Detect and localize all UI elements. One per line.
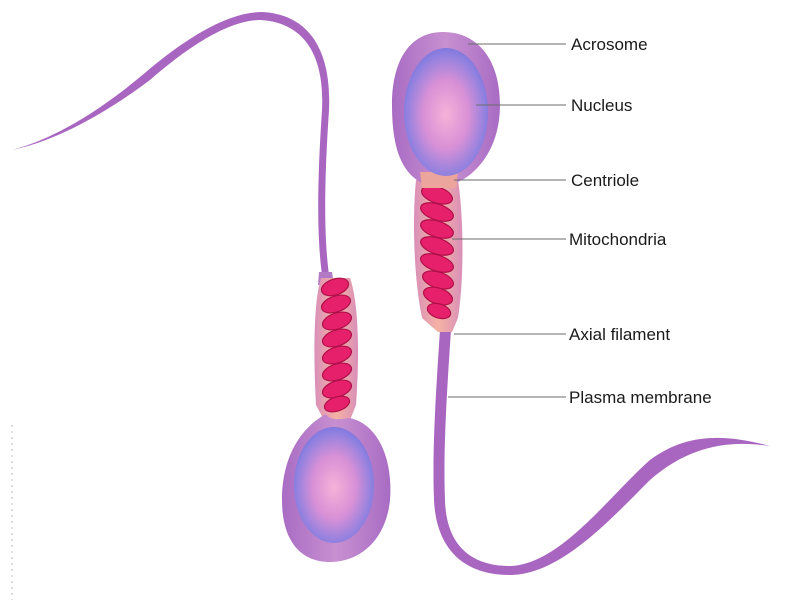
nucleus-label: Nucleus xyxy=(571,96,632,115)
plasma-membrane-label: Plasma membrane xyxy=(569,388,712,407)
centriole-label: Centriole xyxy=(571,171,639,190)
labels: Acrosome Nucleus Centriole Mitochondria … xyxy=(569,35,712,407)
axial-filament-label: Axial filament xyxy=(569,325,670,344)
right-sperm-tail xyxy=(433,330,770,575)
left-sperm xyxy=(12,12,390,562)
acrosome-label: Acrosome xyxy=(571,35,648,54)
mitochondria-label: Mitochondria xyxy=(569,230,667,249)
left-sperm-tail xyxy=(12,12,329,275)
left-sperm-nucleus xyxy=(294,427,374,543)
right-sperm-nucleus xyxy=(404,48,488,176)
